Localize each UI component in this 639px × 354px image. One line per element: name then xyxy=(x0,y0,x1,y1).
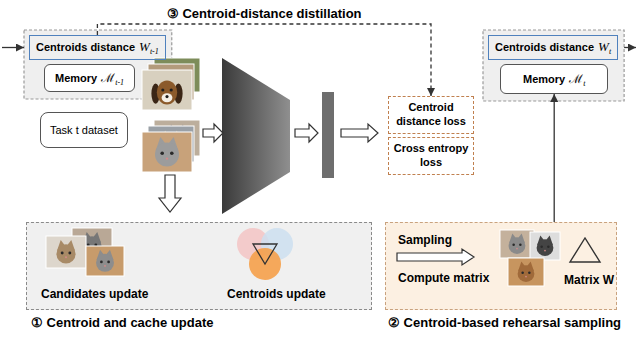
cat-eye xyxy=(160,151,164,155)
panel-label: Sampling xyxy=(398,233,452,247)
cat-eye xyxy=(512,244,515,247)
hollow-arrow xyxy=(397,249,474,265)
memory-box: Memory ℳt xyxy=(500,64,608,94)
hollow-arrow xyxy=(295,124,318,142)
photo-frame xyxy=(500,230,534,258)
box-label: Cross entropy loss xyxy=(394,142,469,168)
photo-frame xyxy=(86,246,124,276)
photo-thumbnail xyxy=(142,70,192,110)
symbol: W xyxy=(598,39,609,54)
cat-head xyxy=(518,265,535,282)
cat-eye xyxy=(68,252,71,255)
cat-head xyxy=(537,239,554,256)
centroid-triangle xyxy=(253,244,277,264)
edge-label: ③ Centroid-distance distillation xyxy=(165,6,364,21)
photo-thumbnail xyxy=(142,132,192,172)
photo-frame xyxy=(142,132,192,172)
photo-thumbnail xyxy=(530,232,560,260)
loss-box: Cross entropy loss xyxy=(388,137,474,175)
output-arrow xyxy=(624,47,636,48)
dog-nose xyxy=(165,95,168,98)
cat-eye xyxy=(547,246,550,249)
dog-muzzle xyxy=(162,93,173,102)
dog-head xyxy=(157,80,177,104)
box-label: Centroid distance loss xyxy=(396,101,466,127)
photo-thumbnail xyxy=(86,246,124,276)
photo-thumbnail xyxy=(508,258,544,286)
dataset-box: Task t dataset xyxy=(40,112,128,148)
matrix-triangle xyxy=(570,238,600,262)
centroid-distance-box: Centroids distance Wt-1 xyxy=(29,35,166,60)
panel-heading: ① Centroid and cache update xyxy=(31,315,213,330)
box-label: Memory xyxy=(523,73,565,85)
photo-thumbnail xyxy=(46,236,86,268)
cat-head xyxy=(56,244,75,263)
panel-heading: ② Centroid-based rehearsal sampling xyxy=(388,315,621,330)
hollow-arrow xyxy=(203,124,223,142)
cat-eye xyxy=(61,252,64,255)
box-label: Task t dataset xyxy=(50,124,118,136)
cat-nose xyxy=(516,248,518,250)
cat-nose xyxy=(544,250,546,252)
group-region xyxy=(483,30,624,101)
hollow-arrow xyxy=(341,124,378,142)
input-arrow xyxy=(2,47,24,48)
panel-label: Candidates update xyxy=(41,287,148,301)
feature-bar xyxy=(322,92,334,178)
panel-fill xyxy=(26,222,372,310)
step-panel: ① Centroid and cache updateCandidates up… xyxy=(26,222,372,310)
box-label: Centroids distance xyxy=(36,41,135,53)
step-panel: ② Centroid-based rehearsal samplingSampl… xyxy=(385,222,617,310)
cat-eye xyxy=(521,272,524,275)
cat-eye xyxy=(528,272,531,275)
photo-frame xyxy=(142,70,192,110)
centroid-distance-box: Centroids distance Wt xyxy=(488,35,618,60)
cat-head xyxy=(96,254,114,272)
photo-frame xyxy=(508,258,544,286)
photo-thumbnail xyxy=(500,230,534,258)
box-label: Memory xyxy=(55,72,97,84)
subscript: t xyxy=(609,47,611,56)
cat-nose xyxy=(65,256,67,258)
loss-box: Centroid distance loss xyxy=(388,96,474,134)
connector xyxy=(554,94,555,222)
cat-nose xyxy=(525,276,527,278)
panel-label: Compute matrix xyxy=(398,271,489,285)
photo-frame xyxy=(530,232,560,260)
panel-label: Centroids update xyxy=(227,287,326,301)
dog-eye xyxy=(161,88,164,91)
cat-nose xyxy=(104,265,106,267)
panel-label: Matrix W xyxy=(564,273,614,287)
subscript: t xyxy=(583,79,585,88)
network-encoder xyxy=(222,58,290,214)
cat-head xyxy=(509,237,526,254)
cat-nose xyxy=(166,157,168,159)
dog-eye xyxy=(170,88,173,91)
cat-eye xyxy=(170,151,174,155)
cat-head xyxy=(155,142,179,166)
symbol: W xyxy=(139,39,150,54)
cat-eye xyxy=(540,246,543,249)
panel-fill xyxy=(385,222,617,310)
symbol: ℳ xyxy=(101,71,115,85)
memory-box: Memory ℳt-1 xyxy=(44,64,135,92)
subscript: t-1 xyxy=(115,78,124,87)
cat-eye xyxy=(519,244,522,247)
symbol: ℳ xyxy=(569,72,583,86)
subscript: t-1 xyxy=(150,47,159,56)
cat-eye xyxy=(107,261,110,264)
box-label: Centroids distance xyxy=(495,41,594,53)
photo-frame xyxy=(46,236,86,268)
hollow-arrow xyxy=(159,175,181,212)
cat-eye xyxy=(100,261,103,264)
